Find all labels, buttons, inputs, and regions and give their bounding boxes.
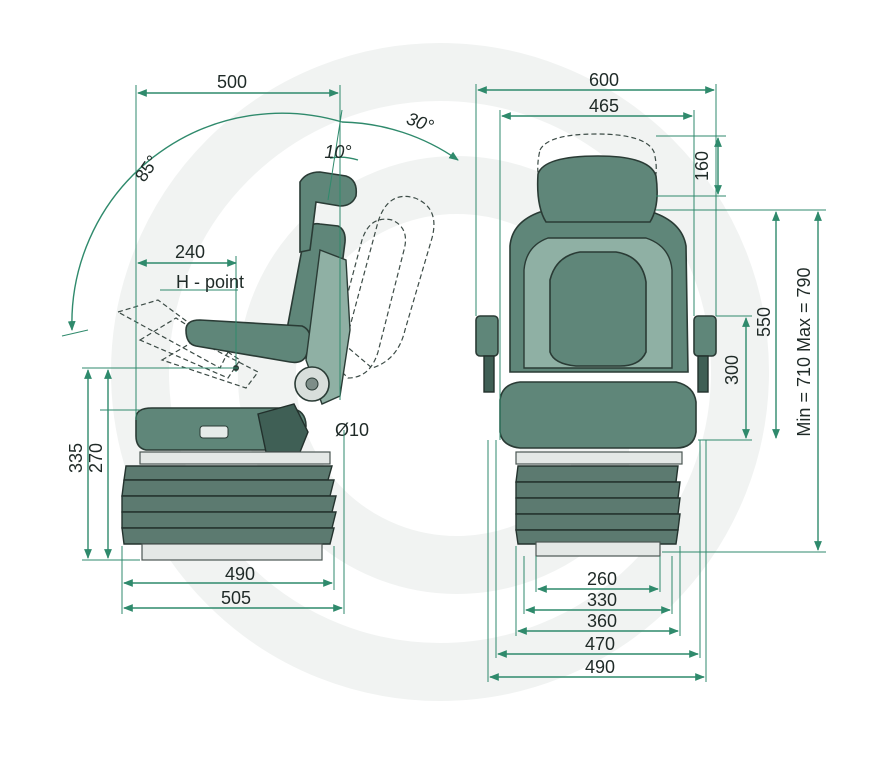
front-seat-cushion bbox=[499, 381, 697, 449]
side-bellows bbox=[121, 465, 337, 545]
dim-top-width: 500 bbox=[217, 72, 247, 92]
side-suspension-plate bbox=[139, 451, 331, 465]
dim-overall-width: 600 bbox=[589, 70, 619, 90]
side-view bbox=[116, 171, 435, 561]
dim-backrest-height: 550 bbox=[754, 307, 774, 337]
dim-height-base: 270 bbox=[86, 443, 106, 473]
front-dimensions: 600 465 160 300 550 Min = 710 Max = 790 … bbox=[475, 70, 826, 682]
dim-height-total: 335 bbox=[66, 443, 86, 473]
side-height-handle[interactable] bbox=[257, 403, 309, 453]
side-lever[interactable] bbox=[199, 425, 229, 439]
side-headrest bbox=[299, 171, 358, 253]
front-armrest-left bbox=[475, 315, 499, 357]
front-base-plate bbox=[535, 541, 661, 557]
dim-base-470: 470 bbox=[585, 634, 615, 654]
front-bellows bbox=[515, 465, 681, 545]
front-slide-rail bbox=[515, 451, 683, 465]
watermark-logo bbox=[111, 43, 769, 701]
dim-angle-back: 30° bbox=[404, 108, 436, 136]
front-headrest bbox=[536, 155, 658, 223]
dim-rail-330: 330 bbox=[587, 590, 617, 610]
side-base-plate bbox=[141, 543, 323, 561]
dim-angle-small: 10° bbox=[324, 142, 351, 162]
dim-base-490: 490 bbox=[585, 657, 615, 677]
dim-armrest-height: 300 bbox=[722, 355, 742, 385]
dim-base-depth: 490 bbox=[225, 564, 255, 584]
dim-rail-260: 260 bbox=[587, 569, 617, 589]
front-view bbox=[475, 133, 717, 557]
dim-travel: Ø10 bbox=[335, 420, 369, 440]
dim-backrest-width: 465 bbox=[589, 96, 619, 116]
dim-rail-360: 360 bbox=[587, 611, 617, 631]
front-armrest-right bbox=[693, 315, 717, 357]
dim-overall-depth: 505 bbox=[221, 588, 251, 608]
dim-height-range: Min = 710 Max = 790 bbox=[794, 267, 814, 436]
dim-hpoint-offset: 240 bbox=[175, 242, 205, 262]
dim-headrest-travel: 160 bbox=[692, 151, 712, 181]
dim-hpoint-label: H - point bbox=[176, 272, 244, 292]
headrest-raised-outline bbox=[537, 133, 657, 191]
